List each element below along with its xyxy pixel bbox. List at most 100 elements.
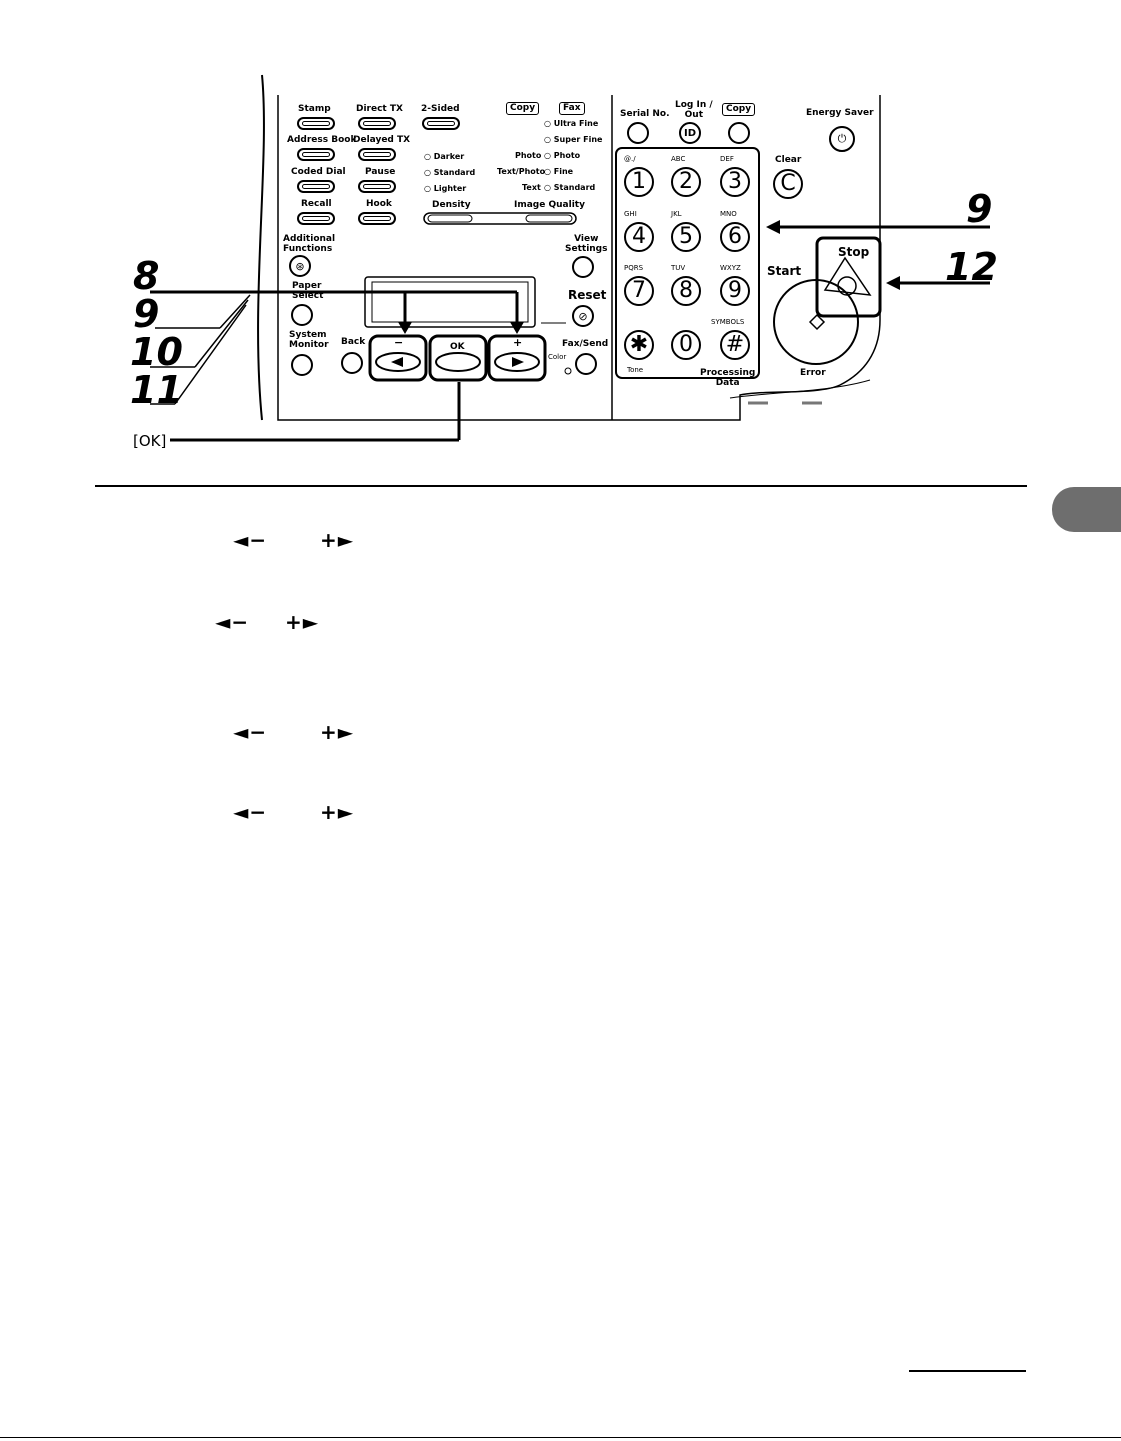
- keypad-key[interactable]: 3: [720, 167, 750, 197]
- keypad-sub-label: ABC: [671, 155, 686, 163]
- keypad-key[interactable]: 9: [720, 276, 750, 306]
- stop-button[interactable]: [823, 256, 873, 306]
- minus-arrow-glyph-4: ◄−: [233, 800, 268, 824]
- color-label: Color: [548, 353, 567, 361]
- step-9-right-callout: 9: [966, 187, 993, 231]
- keypad-sub-label: @./: [624, 155, 636, 163]
- fax-send-button[interactable]: [575, 353, 597, 375]
- ok-label: OK: [450, 342, 465, 352]
- error-label: Error: [800, 368, 826, 378]
- delayed-tx-label: Delayed TX: [353, 135, 411, 145]
- photo-right-label: Photo: [553, 151, 581, 160]
- pause-button[interactable]: [358, 180, 396, 193]
- keypad-key[interactable]: #: [720, 330, 750, 360]
- additional-functions-label: Additional Functions: [283, 234, 336, 254]
- plus-arrow-glyph-1: +►: [320, 528, 355, 552]
- lighter-indicator: ○ Lighter: [424, 184, 467, 193]
- text-photo-label: Text/Photo: [497, 167, 546, 176]
- keypad-key[interactable]: 4: [624, 222, 654, 252]
- ok-button[interactable]: [436, 353, 480, 371]
- delayed-tx-button[interactable]: [358, 148, 396, 161]
- copy-key-button[interactable]: [728, 122, 750, 144]
- serial-no-button[interactable]: [627, 122, 649, 144]
- energy-saver-button[interactable]: ⏻: [829, 126, 855, 152]
- ok-callout-label: [OK]: [133, 432, 167, 450]
- log-in-out-label: Log In / Out: [675, 100, 713, 120]
- keypad-key[interactable]: ✱: [624, 330, 654, 360]
- keypad-sub-label: DEF: [720, 155, 734, 163]
- minus-arrow-glyph-2: ◄−: [215, 610, 250, 634]
- log-in-out-button[interactable]: ID: [679, 122, 701, 144]
- recall-button[interactable]: [297, 212, 335, 225]
- keypad-key[interactable]: 8: [671, 276, 701, 306]
- plus-arrow-glyph-2: +►: [285, 610, 320, 634]
- direct-tx-button[interactable]: [358, 117, 396, 130]
- keypad-key[interactable]: 1: [624, 167, 654, 197]
- system-monitor-label: System Monitor: [289, 330, 329, 350]
- plus-arrow-glyph-4: +►: [320, 800, 355, 824]
- lighter-label: Lighter: [433, 184, 467, 193]
- clear-label: Clear: [775, 155, 802, 165]
- step-8-callout: 8: [133, 254, 160, 298]
- keypad-key[interactable]: 0: [671, 330, 701, 360]
- stamp-button[interactable]: [297, 117, 335, 130]
- step-9-left-callout: 9: [133, 292, 160, 336]
- copy-key-badge: Copy: [722, 103, 756, 116]
- keypad-key[interactable]: 6: [720, 222, 750, 252]
- standard-right-label: Standard: [553, 183, 596, 192]
- reset-label: Reset: [568, 288, 607, 302]
- keypad-sub-label: WXYZ: [720, 264, 741, 272]
- serial-no-label: Serial No.: [620, 109, 670, 119]
- text-label: Text: [522, 183, 541, 192]
- coded-dial-button[interactable]: [297, 180, 335, 193]
- energy-saver-label: Energy Saver: [806, 108, 874, 118]
- clear-button[interactable]: C: [773, 169, 803, 199]
- density-button[interactable]: [428, 215, 472, 222]
- step-11-callout: 11: [130, 368, 183, 412]
- minus-label: −: [394, 336, 404, 349]
- standard-right-indicator: ○ Standard: [544, 183, 596, 192]
- keypad-key[interactable]: 5: [671, 222, 701, 252]
- fine-label: Fine: [553, 167, 574, 176]
- photo-right-indicator: ○ Photo: [544, 151, 581, 160]
- minus-arrow-glyph-1: ◄−: [233, 528, 268, 552]
- pause-label: Pause: [365, 167, 396, 177]
- density-label: Density: [432, 200, 471, 210]
- view-settings-button[interactable]: [572, 256, 594, 278]
- coded-dial-label: Coded Dial: [291, 167, 346, 177]
- keypad-key[interactable]: 7: [624, 276, 654, 306]
- paper-select-label: Paper Select: [292, 281, 324, 301]
- plus-arrow-glyph-3: +►: [320, 720, 355, 744]
- address-book-label: Address Book: [287, 135, 357, 145]
- keypad-sub-label: GHI: [624, 210, 637, 218]
- reset-button[interactable]: ⊘: [572, 305, 594, 327]
- plus-label: +: [513, 336, 523, 349]
- hook-button[interactable]: [358, 212, 396, 225]
- additional-functions-button[interactable]: ⊛: [289, 255, 311, 277]
- step-10-callout: 10: [130, 330, 183, 374]
- section-divider: [95, 485, 1027, 487]
- keypad-sub-label: JKL: [671, 210, 682, 218]
- view-settings-label: View Settings: [565, 234, 608, 254]
- left-minus-button[interactable]: [376, 353, 420, 371]
- system-monitor-button[interactable]: [291, 354, 313, 376]
- standard-left-label: Standard: [433, 168, 476, 177]
- two-sided-button[interactable]: [422, 117, 460, 130]
- hook-label: Hook: [366, 199, 392, 209]
- address-book-button[interactable]: [297, 148, 335, 161]
- back-button[interactable]: [341, 352, 363, 374]
- right-plus-button[interactable]: [495, 353, 539, 371]
- keypad-sub-label: PQRS: [624, 264, 644, 272]
- chapter-tab: [1052, 487, 1121, 532]
- keypad-key[interactable]: 2: [671, 167, 701, 197]
- ultra-fine-indicator: ○ Ultra Fine: [544, 119, 599, 128]
- keypad-sub-label: TUV: [671, 264, 686, 272]
- paper-select-button[interactable]: [291, 304, 313, 326]
- photo-left-label: Photo: [515, 151, 542, 160]
- fax-send-label: Fax/Send: [562, 339, 609, 349]
- step-12-callout: 12: [945, 245, 998, 289]
- stop-label: Stop: [838, 245, 870, 259]
- direct-tx-label: Direct TX: [356, 104, 403, 114]
- image-quality-button[interactable]: [526, 215, 572, 222]
- copy-mode-badge: Copy: [506, 102, 540, 115]
